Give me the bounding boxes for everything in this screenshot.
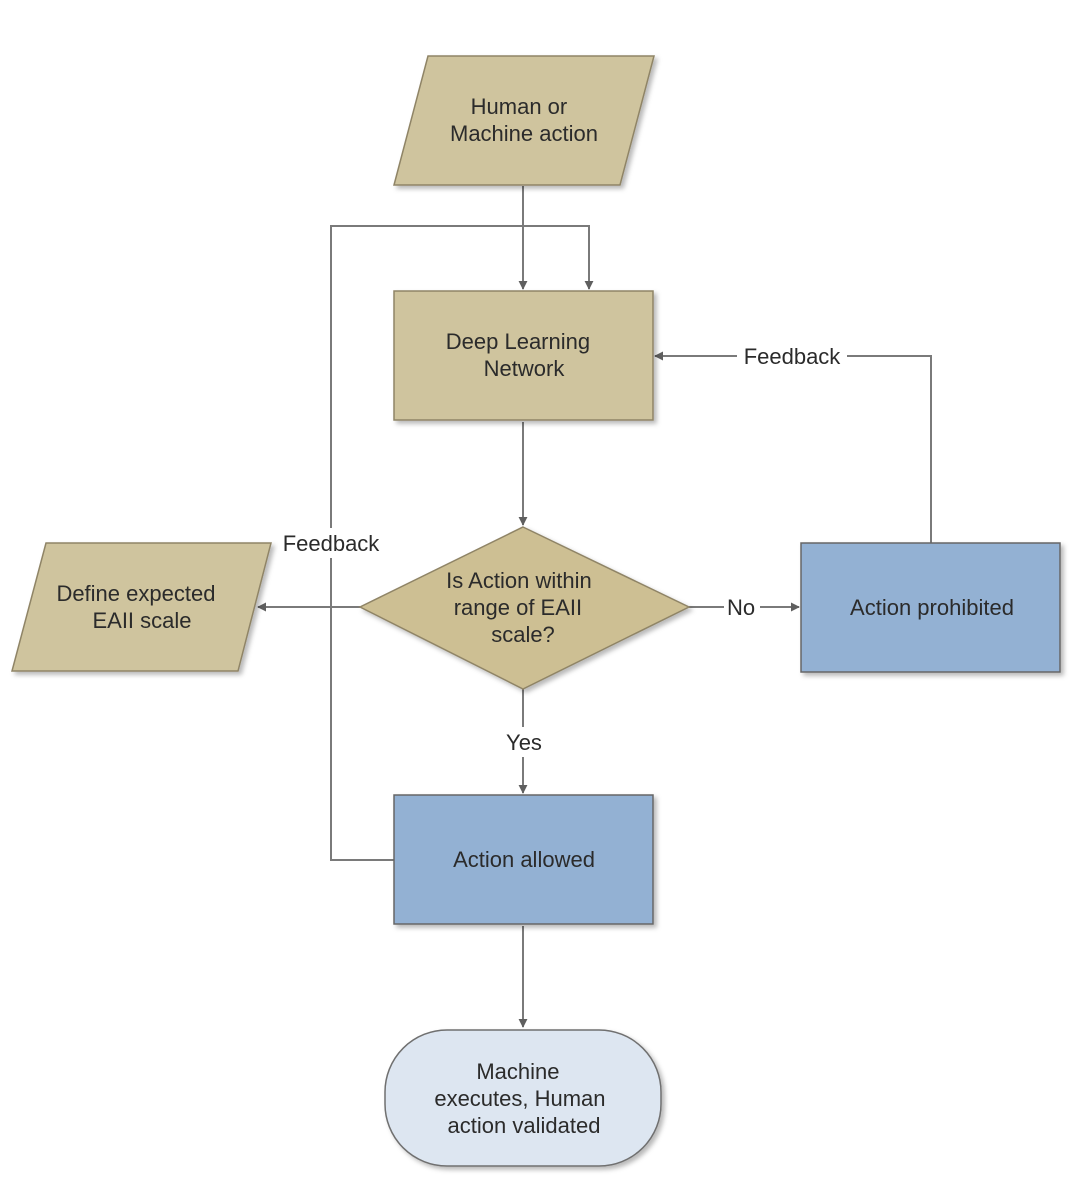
node-deep-learning-network-line2: Network xyxy=(484,356,566,381)
node-deep-learning-network-line1: Deep Learning xyxy=(446,329,590,354)
edge-labels: No Yes Feedback Feedback xyxy=(276,341,847,757)
node-decision-line3: scale? xyxy=(491,622,555,647)
svg-text:Human or Machine action: Human or Machine action xyxy=(450,94,598,146)
node-action-prohibited-shape xyxy=(800,542,1061,673)
node-action-allowed-shape xyxy=(393,794,654,925)
node-action-allowed: Action allowed xyxy=(393,794,654,925)
edge-feedback-prohibited-to-network xyxy=(654,351,932,543)
edge-label-no: No xyxy=(727,595,755,620)
node-human-machine-action-line2: Machine action xyxy=(450,121,598,146)
node-machine-executes-line1: Machine xyxy=(476,1059,559,1084)
svg-text:Machine executes, Human: Machine executes, Human action validated xyxy=(434,1059,611,1138)
svg-text:Define expected EAII sca: Define expected EAII scale xyxy=(56,581,221,633)
node-decision-eaii-range-shape xyxy=(358,526,691,690)
node-human-machine-action: Human or Machine action xyxy=(393,55,655,186)
node-human-machine-action-shape xyxy=(393,55,655,186)
node-action-prohibited: Action prohibited xyxy=(800,542,1061,673)
node-define-expected-scale-line1: Define expected xyxy=(56,581,215,606)
edge-label-feedback-right: Feedback xyxy=(744,344,842,369)
edge-label-yes: Yes xyxy=(506,730,542,755)
node-machine-executes-shape xyxy=(384,1029,662,1167)
edge-label-feedback-left: Feedback xyxy=(283,531,381,556)
node-define-expected-scale: Define expected EAII scale xyxy=(11,542,272,672)
node-human-machine-action-line1: Human or xyxy=(471,94,568,119)
node-machine-executes: Machine executes, Human action validated xyxy=(384,1029,662,1167)
node-deep-learning-network: Deep Learning Network xyxy=(393,290,654,421)
svg-text:Is Action within range o: Is Action within range of EAII scale? xyxy=(446,568,598,647)
node-deep-learning-network-shape xyxy=(393,290,654,421)
node-decision-eaii-range: Is Action within range of EAII scale? xyxy=(358,526,691,690)
node-machine-executes-line2: executes, Human xyxy=(434,1086,605,1111)
node-machine-executes-line3: action validated xyxy=(448,1113,601,1138)
node-decision-line1: Is Action within xyxy=(446,568,592,593)
svg-text:Deep Learning Network: Deep Learning Network xyxy=(446,329,596,381)
node-action-allowed-label: Action allowed xyxy=(453,847,595,872)
node-decision-line2: range of EAII xyxy=(454,595,582,620)
node-define-expected-scale-shape xyxy=(11,542,272,672)
node-action-prohibited-label: Action prohibited xyxy=(850,595,1014,620)
edge-feedback-allowed-to-network xyxy=(330,225,594,861)
node-define-expected-scale-line2: EAII scale xyxy=(92,608,191,633)
